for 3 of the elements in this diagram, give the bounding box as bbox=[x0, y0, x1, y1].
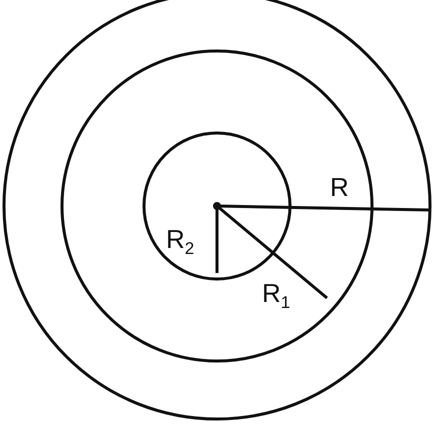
radius-label: R$_{1}$ bbox=[262, 280, 290, 312]
radius-label: R bbox=[330, 174, 349, 200]
radius-label: R$_{2}$ bbox=[166, 226, 194, 258]
